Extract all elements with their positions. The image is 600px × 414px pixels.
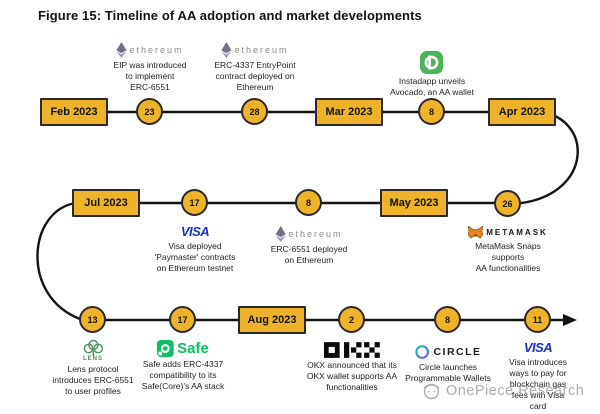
event-caption: Visa introduces ways to pay for blockcha…: [509, 357, 567, 412]
safe-icon: [157, 340, 175, 357]
lens-wordmark: LENS: [82, 356, 103, 362]
instadapp-icon: [420, 51, 444, 74]
day-node-aug-13: 13: [79, 306, 106, 333]
day-node-sep-8: 8: [434, 306, 461, 333]
arrow-head-icon: [563, 314, 577, 326]
circle-logo: CIRCLE: [414, 344, 481, 360]
safe-wordmark: Safe: [177, 340, 209, 357]
event-instadapp-avocado: Instadapp unveils Avocado, an AA wallet: [390, 51, 474, 98]
event-circle-wallets: CIRCLE Circle launches Programmable Wall…: [405, 344, 491, 384]
ethereum-diamond-icon: [275, 226, 286, 242]
metamask-fox-icon: [468, 226, 484, 239]
event-caption: Instadapp unveils Avocado, an AA wallet: [390, 76, 474, 98]
event-lens-profiles: LENS Lens protocol introduces ERC-6551 t…: [52, 338, 134, 397]
metamask-logo: METAMASK: [468, 226, 548, 239]
event-caption: ERC-6551 deployed on Ethereum: [270, 244, 348, 266]
event-caption: Safe adds ERC-4337 compatibility to its …: [141, 359, 225, 392]
day-node-aug-17: 17: [169, 306, 196, 333]
day-node-sep-2: 2: [338, 306, 365, 333]
event-caption: EIP was introduced to implement ERC-6551: [113, 60, 187, 93]
event-caption: MetaMask Snaps supports AA functionaliti…: [475, 241, 541, 274]
circle-ring-icon: [415, 345, 430, 359]
month-box-apr-2023: Apr 2023: [488, 98, 556, 126]
ethereum-logo: ethereum: [221, 42, 288, 58]
day-node-jul-17: 17: [181, 189, 208, 216]
event-visa-gas-fees: VISA Visa introduces ways to pay for blo…: [507, 340, 569, 412]
event-caption: ERC-4337 EntryPoint contract deployed on…: [214, 60, 296, 93]
event-okx-aa-wallet: OKX announced that its OKX wallet suppor…: [307, 342, 397, 393]
ethereum-wordmark: ethereum: [288, 229, 343, 239]
month-box-mar-2023: Mar 2023: [315, 98, 383, 126]
visa-logo: VISA: [523, 340, 553, 355]
month-box-aug-2023: Aug 2023: [238, 306, 306, 334]
visa-logo: VISA: [180, 224, 210, 239]
event-metamask-snaps: METAMASK MetaMask Snaps supports AA func…: [462, 226, 554, 274]
safe-logo: Safe: [157, 340, 209, 357]
event-erc6551-deployed: ethereum ERC-6551 deployed on Ethereum: [270, 226, 348, 266]
day-node-jun-8: 8: [295, 189, 322, 216]
lens-logo: LENS: [82, 338, 104, 362]
event-erc4337-entrypoint: ethereum ERC-4337 EntryPoint contract de…: [214, 42, 296, 93]
event-caption: Visa deployed 'Paymaster' contracts on E…: [154, 241, 236, 274]
day-node-sep-11: 11: [524, 306, 551, 333]
event-caption: Circle launches Programmable Wallets: [405, 362, 491, 384]
month-box-jul-2023: Jul 2023: [72, 189, 140, 217]
ethereum-logo: ethereum: [275, 226, 342, 242]
month-box-may-2023: May 2023: [380, 189, 448, 217]
day-node-mar-8: 8: [418, 98, 445, 125]
day-node-may-26: 26: [494, 190, 521, 217]
onepiece-logo-icon: [423, 383, 440, 400]
watermark-text: OnePiece Research: [446, 382, 585, 399]
event-caption: OKX announced that its OKX wallet suppor…: [306, 360, 398, 393]
lens-flower-icon: [83, 339, 103, 356]
circle-wordmark: CIRCLE: [433, 346, 482, 358]
watermark: OnePiece Research: [422, 381, 584, 400]
figure-title: Figure 15: Timeline of AA adoption and m…: [38, 8, 422, 23]
event-eip-6551: ethereum EIP was introduced to implement…: [113, 42, 187, 93]
month-box-feb-2023: Feb 2023: [40, 98, 108, 126]
ethereum-wordmark: ethereum: [129, 45, 184, 55]
event-visa-paymaster: VISA Visa deployed 'Paymaster' contracts…: [155, 224, 236, 274]
okx-logo: [324, 342, 380, 358]
metamask-wordmark: METAMASK: [486, 228, 548, 237]
ethereum-logo: ethereum: [116, 42, 183, 58]
day-node-feb-28: 28: [241, 98, 268, 125]
ethereum-wordmark: ethereum: [234, 45, 289, 55]
ethereum-diamond-icon: [116, 42, 127, 58]
ethereum-diamond-icon: [221, 42, 232, 58]
event-caption: Lens protocol introduces ERC-6551 to use…: [52, 364, 134, 397]
day-node-feb-23: 23: [136, 98, 163, 125]
event-safe-erc4337: Safe Safe adds ERC-4337 compatibility to…: [142, 340, 224, 392]
